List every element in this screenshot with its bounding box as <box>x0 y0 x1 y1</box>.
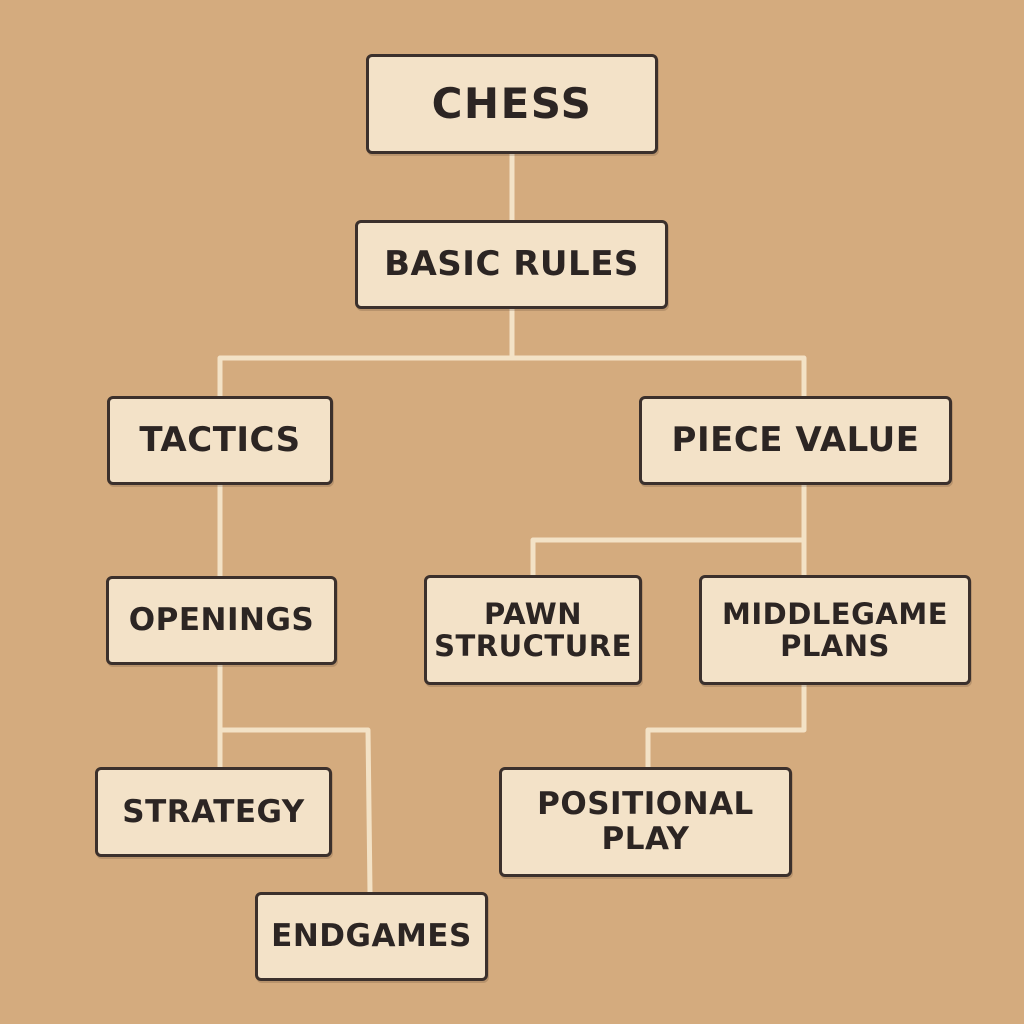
endgames-label: ENDGAMES <box>271 918 472 955</box>
openings-label: OPENINGS <box>128 602 315 639</box>
positional-play-label: POSITIONAL PLAY <box>537 786 754 857</box>
basic-rules-node[interactable]: BASIC RULES <box>355 220 668 309</box>
connector-basic-rules-to-tactics <box>217 355 515 399</box>
tactics-node[interactable]: TACTICS <box>107 396 333 485</box>
strategy-node[interactable]: STRATEGY <box>95 767 332 857</box>
tactics-label: TACTICS <box>139 420 301 461</box>
connector-piece-value-to-pawn-structure <box>530 482 807 578</box>
middlegame-plans-label: MIDDLEGAME PLANS <box>722 596 948 663</box>
strategy-label: STRATEGY <box>122 793 305 830</box>
chess-node[interactable]: CHESS <box>366 54 658 154</box>
chess-label: CHESS <box>431 79 593 129</box>
middlegame-plans-node[interactable]: MIDDLEGAME PLANS <box>699 575 971 685</box>
positional-play-node[interactable]: POSITIONAL PLAY <box>499 767 792 877</box>
basic-rules-label: BASIC RULES <box>384 244 639 285</box>
openings-node[interactable]: OPENINGS <box>106 576 337 665</box>
endgames-node[interactable]: ENDGAMES <box>255 892 488 981</box>
piece-value-node[interactable]: PIECE VALUE <box>639 396 952 485</box>
piece-value-label: PIECE VALUE <box>671 420 920 461</box>
pawn-structure-label: PAWN STRUCTURE <box>434 596 632 663</box>
pawn-structure-node[interactable]: PAWN STRUCTURE <box>424 575 642 685</box>
connector-middlegame-plans-to-positional-play <box>645 682 807 770</box>
connector-openings-to-endgames <box>217 727 373 895</box>
connector-basic-rules-to-piece-value <box>509 355 807 399</box>
